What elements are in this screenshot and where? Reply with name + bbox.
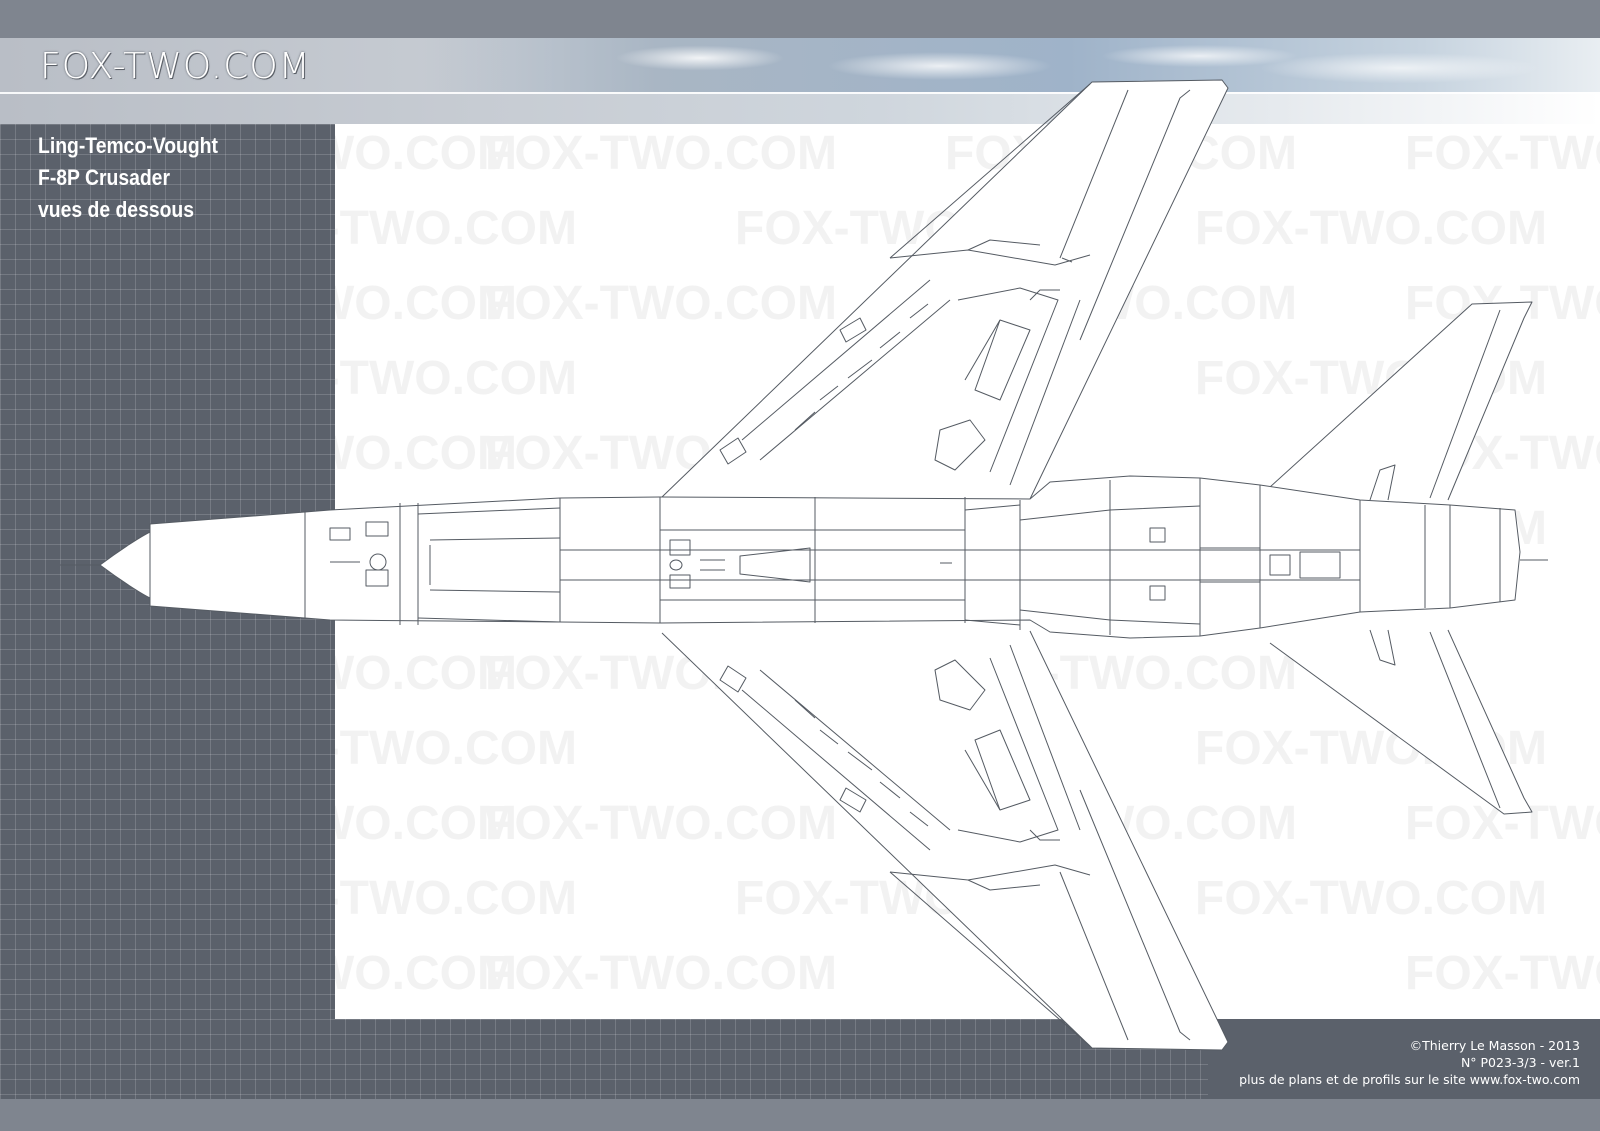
watermark-text: FOX-TWO.COM — [335, 947, 517, 1000]
watermark-text: FOX-TWO.COM — [335, 722, 577, 775]
credit-box — [1208, 1019, 1600, 1099]
watermark-text: FOX-TWO.COM — [1195, 202, 1547, 255]
watermark-text: FOX-TWO.COM — [335, 202, 577, 255]
watermark-text: FOX-TWO.COM — [485, 947, 837, 1000]
watermark-text: FOX-TWO.COM — [335, 797, 517, 850]
site-note[interactable]: plus de plans et de profils sur le site … — [1239, 1072, 1580, 1087]
title-block: Ling-Temco-Vought F-8P Crusader vues de … — [38, 130, 242, 226]
view-title: vues de dessous — [38, 197, 195, 222]
watermark-text: FOX-TWO.COM — [335, 352, 577, 405]
site-logo[interactable]: FOX-TWO.COM — [40, 46, 311, 87]
footer-band — [0, 1099, 1600, 1131]
watermark-text: FOX-TWO.COM — [1405, 127, 1600, 180]
credits-block: ©Thierry Le Masson - 2013 N° P023-3/3 - … — [1239, 1037, 1580, 1088]
sky-photo-strip — [420, 38, 1600, 92]
watermark-text: FOX-TWO.COM — [335, 127, 517, 180]
watermark-text: FOX-TWO.COM — [485, 277, 837, 330]
header-divider — [0, 92, 1600, 94]
watermark-row-11: FOX-TWO.COM FOX-TWO.COM FOX-TWO.COM — [335, 947, 1600, 1000]
model-title: F-8P Crusader — [38, 165, 170, 190]
watermark-text: FOX-TWO.COM — [1195, 872, 1547, 925]
lower-tailplane — [1269, 629, 1533, 815]
watermark-text: FOX-TWO.COM — [485, 127, 837, 180]
watermark-text: FOX-TWO.COM — [1405, 947, 1600, 1000]
watermark-text: FOX-TWO.COM — [335, 872, 577, 925]
watermark-text: FOX-TWO.COM — [335, 427, 517, 480]
copyright-text: ©Thierry Le Masson - 2013 — [1409, 1038, 1580, 1053]
watermark-text: FOX-TWO.COM — [335, 647, 517, 700]
watermark-text: FOX-TWO.COM — [485, 797, 837, 850]
header-banner — [0, 38, 1600, 124]
fuselage — [60, 475, 1548, 639]
upper-tailplane — [1269, 301, 1533, 501]
upper-wing — [661, 79, 1229, 500]
manufacturer-title: Ling-Temco-Vought — [38, 133, 218, 158]
reference-number: N° P023-3/3 - ver.1 — [1460, 1055, 1580, 1070]
lower-wing — [661, 630, 1229, 1051]
watermark-text: FOX-TWO.COM — [335, 277, 517, 330]
